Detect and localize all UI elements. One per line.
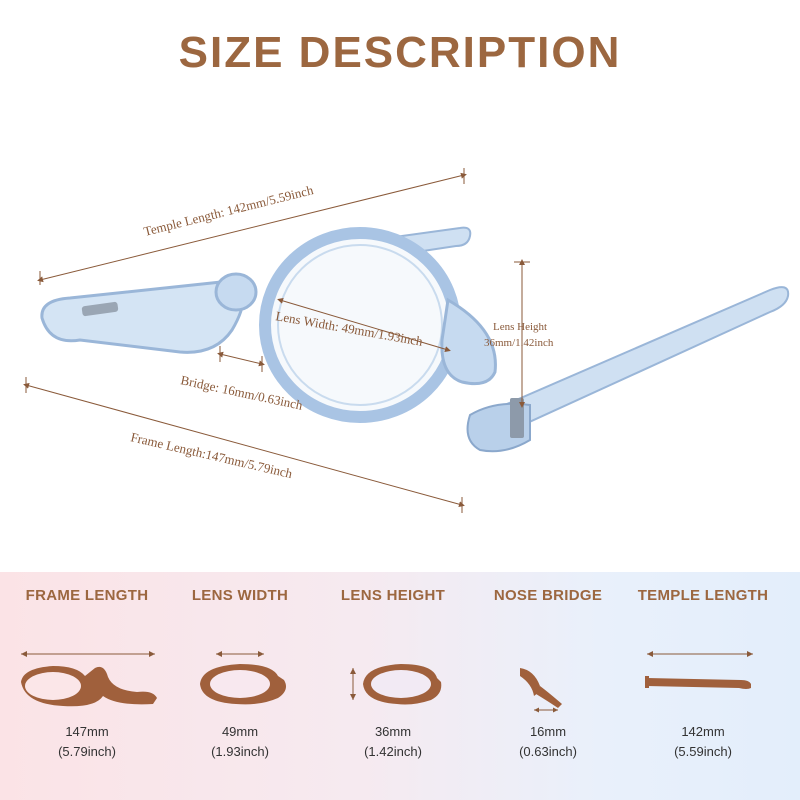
spec-mm: 147mm	[65, 724, 109, 739]
page-title: SIZE DESCRIPTION	[178, 28, 622, 77]
spec-card-frame-length: FRAME LENGTH 147mm (5.79inch)	[7, 572, 167, 800]
frame-length-icon	[21, 651, 157, 707]
spec-mm: 36mm	[374, 724, 412, 739]
glasses-diagram: Temple Length: 142mm/5.59inch Lens Width…	[23, 168, 790, 513]
spec-title: FRAME LENGTH	[25, 587, 149, 604]
spec-card-lens-height: LENS HEIGHT 36mm (1.42inch)	[313, 572, 473, 800]
spec-inch: (1.93inch)	[211, 744, 269, 759]
temple-length-arrow	[37, 172, 467, 283]
spec-title: LENS HEIGHT	[340, 587, 446, 604]
spec-mm: 16mm	[529, 724, 567, 739]
lens-width-arrow	[277, 297, 451, 353]
spec-mm: 142mm	[681, 724, 725, 739]
temple-length-label: Temple Length: 142mm/5.59inch	[142, 182, 315, 239]
spec-card-lens-width: LENS WIDTH 49mm (1.93inch)	[160, 572, 320, 800]
spec-title: LENS WIDTH	[191, 587, 289, 604]
spec-card-nose-bridge: NOSE BRIDGE 16mm (0.63inch)	[468, 572, 628, 800]
lens-height-title: Lens Height	[493, 321, 547, 333]
spec-title: NOSE BRIDGE	[493, 587, 603, 604]
bridge-arrow	[217, 351, 265, 367]
frame-length-label: Frame Length:147mm/5.79inch	[129, 429, 294, 481]
spec-inch: (5.79inch)	[58, 744, 116, 759]
spec-title: TEMPLE LENGTH	[637, 587, 769, 604]
spec-card-temple-length: TEMPLE LENGTH 142mm (5.59inch)	[623, 572, 783, 800]
spec-inch: (1.42inch)	[364, 744, 422, 759]
spec-mm: 49mm	[221, 724, 259, 739]
lens-height-value: 36mm/1.42inch	[484, 337, 554, 349]
spec-inch: (0.63inch)	[519, 744, 577, 759]
spec-inch: (5.59inch)	[674, 744, 732, 759]
temple-length-icon	[645, 651, 753, 689]
lens-width-icon	[200, 651, 286, 705]
frame-length-arrow	[23, 382, 465, 508]
lens-height-icon	[350, 664, 442, 705]
spec-panel: FRAME LENGTH 147mm (5.79inch) LENS WIDTH…	[0, 572, 800, 800]
nose-bridge-icon	[520, 668, 562, 713]
